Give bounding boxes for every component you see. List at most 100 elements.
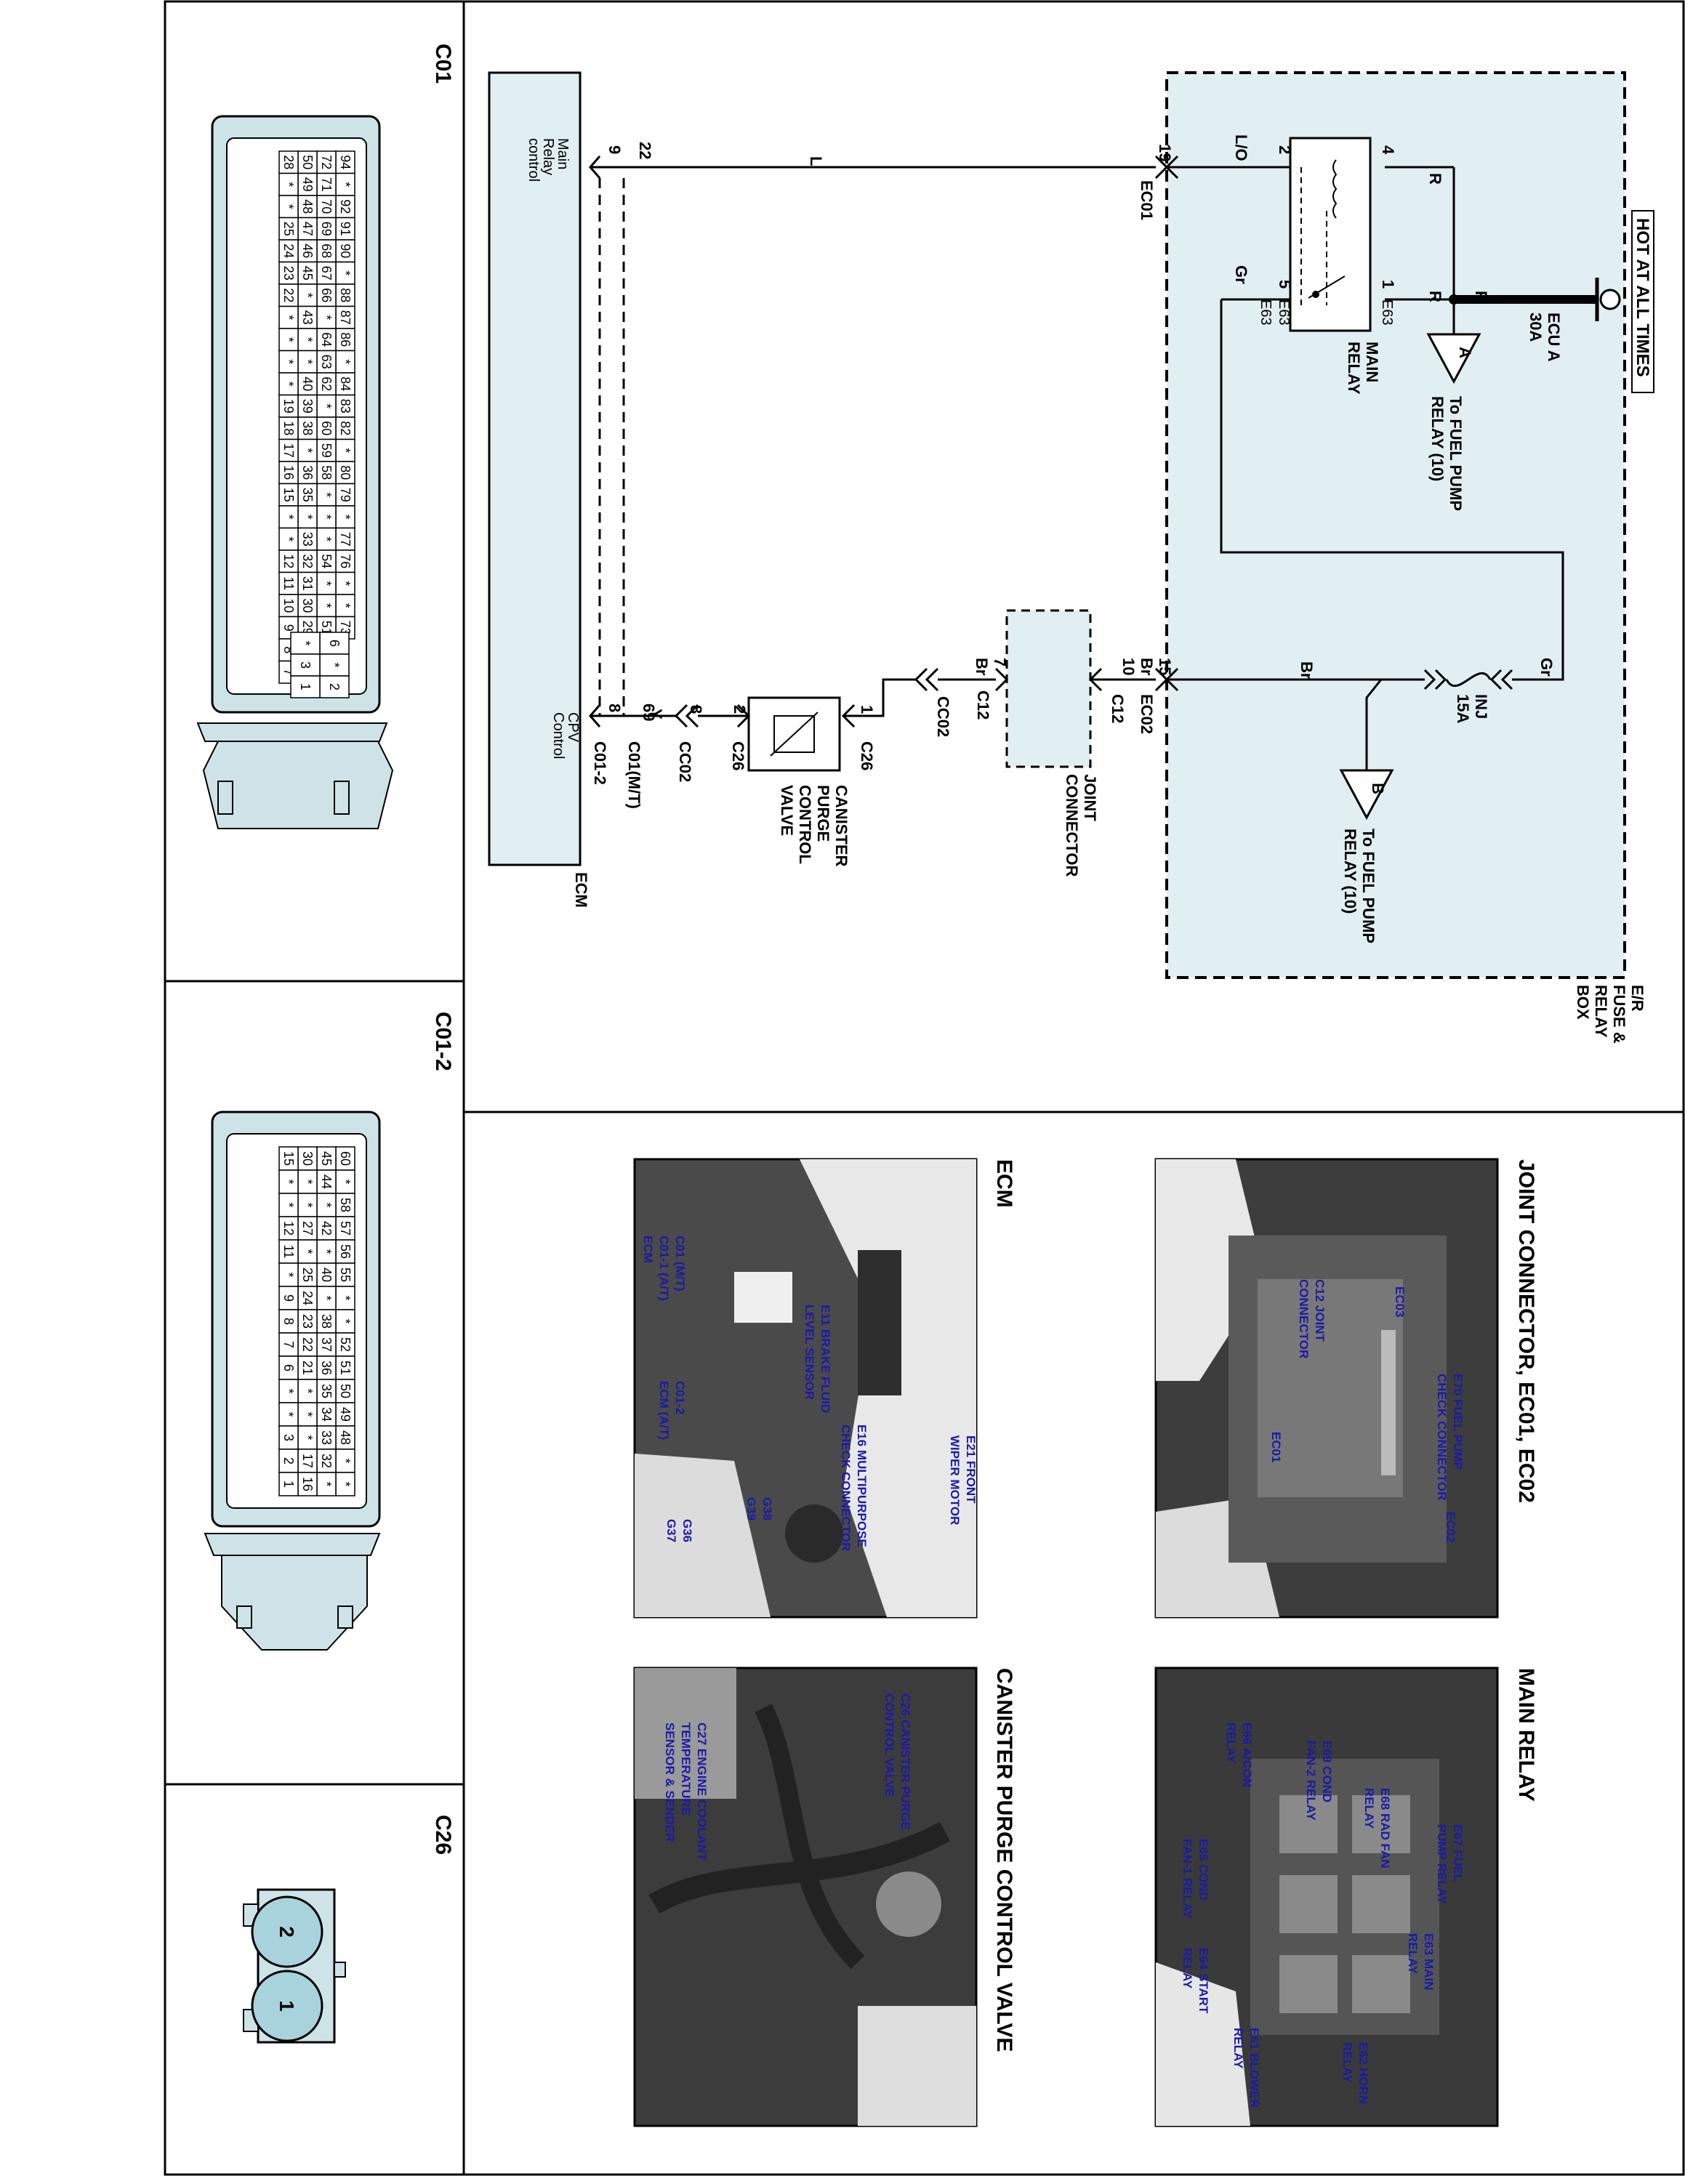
c01-pin-label: 69 [319, 222, 334, 236]
schematic: HOT AT ALL TIMES ECU A 30A R R R A To FU… [488, 71, 1654, 1044]
c01-pin-cell [278, 261, 299, 285]
callout-ecm: WIPER MOTOR [948, 1435, 962, 1525]
fuse-box-label-4: BOX [1574, 985, 1592, 1020]
c01_2-pin-label: 42 [319, 1221, 334, 1236]
c01-pin-label: 64 [319, 332, 334, 347]
c01-pin-label: * [281, 536, 296, 541]
c01_2-pin-cell [316, 1146, 337, 1171]
c01-pin-cell [316, 438, 337, 462]
c01-pin-label: * [338, 448, 353, 453]
c01-pin-cell [297, 416, 318, 440]
offpage-a-label: A [1456, 347, 1474, 358]
c01_2-pin-label: 50 [338, 1384, 353, 1398]
c01-pin-label: * [281, 204, 296, 209]
c01-pin-label: * [281, 515, 296, 520]
c01_2-pin-label: 23 [300, 1314, 315, 1329]
c01-pin-label: 83 [338, 399, 353, 414]
photo-ecm: ECM [633, 1158, 1016, 1619]
photo-joint-title: JOINT CONNECTOR, EC01, EC02 [1514, 1159, 1538, 1503]
c01_2-pin-label: * [319, 1481, 334, 1486]
callout-canister: SENSOR & SENDER [663, 1722, 677, 1842]
callout-ecm: G37 [664, 1519, 678, 1542]
ec01-label: EC01 [1138, 180, 1156, 220]
callout-main_relay: RELAY [1231, 2028, 1245, 2069]
valve-label-2: PURGE [814, 785, 832, 842]
c01-pin-cell [297, 195, 318, 219]
c01_2-pin-label: * [319, 1249, 334, 1254]
c01_2-pin-label: * [281, 1179, 296, 1184]
cc02-label-b: CC02 [676, 741, 694, 782]
callout-joint: EC02 [1444, 1512, 1457, 1543]
callout-canister: C26 CANISTER PURGE [898, 1693, 912, 1830]
c01-pin-label: 58 [319, 465, 334, 480]
c01-pin-label: * [300, 359, 315, 364]
c12-label-a: C12 [1109, 694, 1127, 723]
c01-pin-label: 72 [319, 155, 334, 169]
callout-ecm: G36 [680, 1519, 694, 1542]
c01-pin-label: 76 [338, 554, 353, 568]
c01-pin-label: 30 [300, 598, 315, 613]
c01-pin-label: * [281, 359, 296, 364]
c01_2-pin-cell [316, 1425, 337, 1450]
c01_2-pin-cell [278, 1448, 299, 1473]
c01_2-pin-label: 22 [300, 1337, 315, 1352]
c01-title: C01 [431, 44, 455, 84]
callout-main_relay: RELAY [1181, 1948, 1194, 1989]
c01-pin-cell [316, 549, 337, 573]
c01-pin-label: 71 [319, 177, 334, 192]
c01-pin-label: 86 [338, 332, 353, 347]
c01_2-pin-label: 35 [319, 1384, 334, 1398]
c01-pin-label: * [338, 603, 353, 608]
c01_2-pin-cell [335, 1169, 355, 1194]
to-fuel-pump-b-2: RELAY (10) [1341, 829, 1359, 914]
c01-pin-cell [297, 527, 318, 551]
c01_2-pin-cell [335, 1216, 355, 1241]
c012-title: C01-2 [431, 1012, 455, 1071]
photo-main-relay-title: MAIN RELAY [1514, 1668, 1538, 1802]
c01_2-pin-label: 58 [338, 1198, 353, 1212]
c01-pin-label: 38 [300, 421, 315, 435]
c01-pin-label: 92 [338, 199, 353, 214]
fuse-box-label-3: RELAY [1592, 985, 1610, 1038]
wire-lo: L/O [1232, 134, 1250, 161]
callout-ecm: G39 [744, 1497, 758, 1520]
c01-pin-label: 80 [338, 465, 353, 480]
e63-label-c: E63 [1379, 299, 1395, 326]
callout-ecm: G38 [760, 1497, 774, 1520]
c01-pin-cell [278, 350, 299, 374]
c01-pin-label: * [300, 515, 315, 520]
ecu-fuse-label-1: ECU A [1545, 313, 1563, 362]
callout-ecm: E21 FRONT [964, 1435, 978, 1504]
c01_2-pin-label: 30 [300, 1151, 315, 1166]
c01-pin-cell [316, 305, 337, 329]
c01_2-pin-label: * [281, 1202, 296, 1207]
c01_2-pin-cell [278, 1262, 299, 1287]
c01-pin-cell [278, 549, 299, 573]
c01_2-pin-label: * [319, 1295, 334, 1300]
callout-main_relay: RELAY [1340, 2042, 1354, 2084]
c01-pin-label: 68 [319, 243, 334, 258]
c01-pin-cell [297, 571, 318, 595]
callout-joint: EC03 [1393, 1286, 1407, 1318]
callout-main_relay: E64 START [1197, 1948, 1210, 2014]
main-relay [1289, 137, 1372, 332]
wire-r-1: R [1426, 173, 1444, 185]
fuse-box-label-2: FUSE & [1610, 985, 1628, 1044]
c01-pin-label: 46 [300, 243, 315, 258]
c01-pin-label: 84 [338, 376, 353, 391]
c01_2-pin-cell [297, 1262, 318, 1287]
ecm-cpv-2: Control [550, 712, 566, 759]
callout-main_relay: FAN-1 RELAY [1181, 1839, 1194, 1919]
callout-ecm: C01 (M/T) [673, 1236, 687, 1292]
valve-label-4: VALVE [778, 785, 796, 836]
c01_2-pin-label: 40 [319, 1268, 334, 1282]
c01-pin-label: 47 [300, 222, 315, 236]
wire-br-2: Br [1138, 658, 1156, 676]
c01-pin-cell [335, 328, 355, 352]
c01_2-pin-label: 51 [338, 1361, 353, 1375]
callout-ecm: C01-2 [673, 1381, 687, 1414]
c01-pin-label: 16 [281, 465, 296, 480]
callout-main_relay: RELAY [1362, 1788, 1376, 1829]
c01_2-pin-label: 6 [281, 1364, 296, 1371]
c01_2-pin-cell [316, 1239, 337, 1264]
